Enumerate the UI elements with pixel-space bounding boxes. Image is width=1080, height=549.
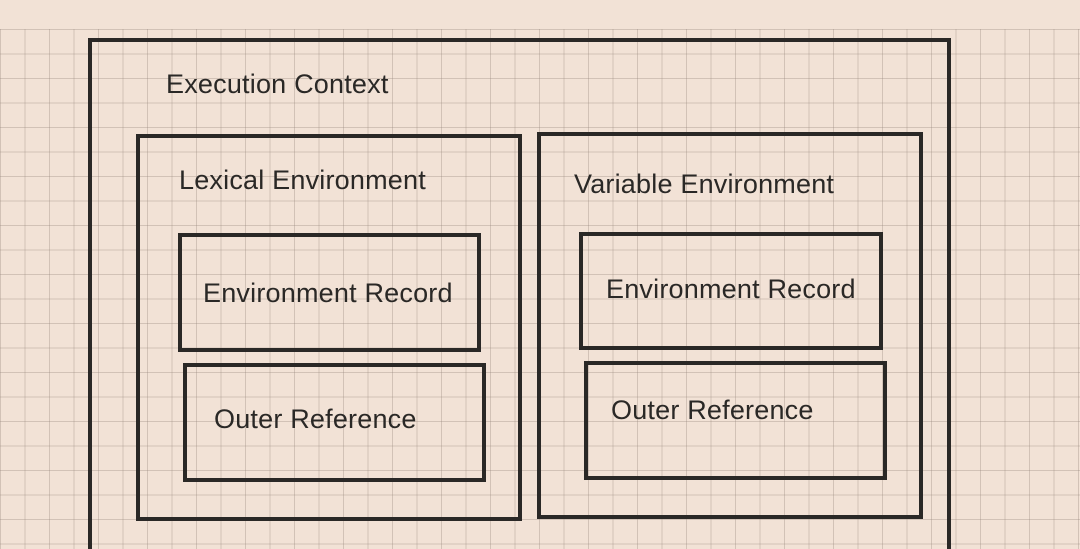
variable-outer-reference-box <box>584 361 887 480</box>
variable-environment-box <box>537 132 923 519</box>
lexical-environment-record-label: Environment Record <box>203 278 453 308</box>
execution-context-title: Execution Context <box>166 69 389 99</box>
lexical-environment-record-box <box>178 233 481 352</box>
lexical-environment-box <box>136 134 522 521</box>
variable-environment-title: Variable Environment <box>574 169 835 199</box>
execution-context-box <box>88 38 951 549</box>
variable-environment-record-label: Environment Record <box>606 274 856 304</box>
variable-environment-record-box <box>579 232 883 350</box>
lexical-outer-reference-box <box>183 363 486 482</box>
lexical-environment-title: Lexical Environment <box>179 165 426 195</box>
variable-outer-reference-label: Outer Reference <box>611 395 814 425</box>
lexical-outer-reference-label: Outer Reference <box>214 404 417 434</box>
